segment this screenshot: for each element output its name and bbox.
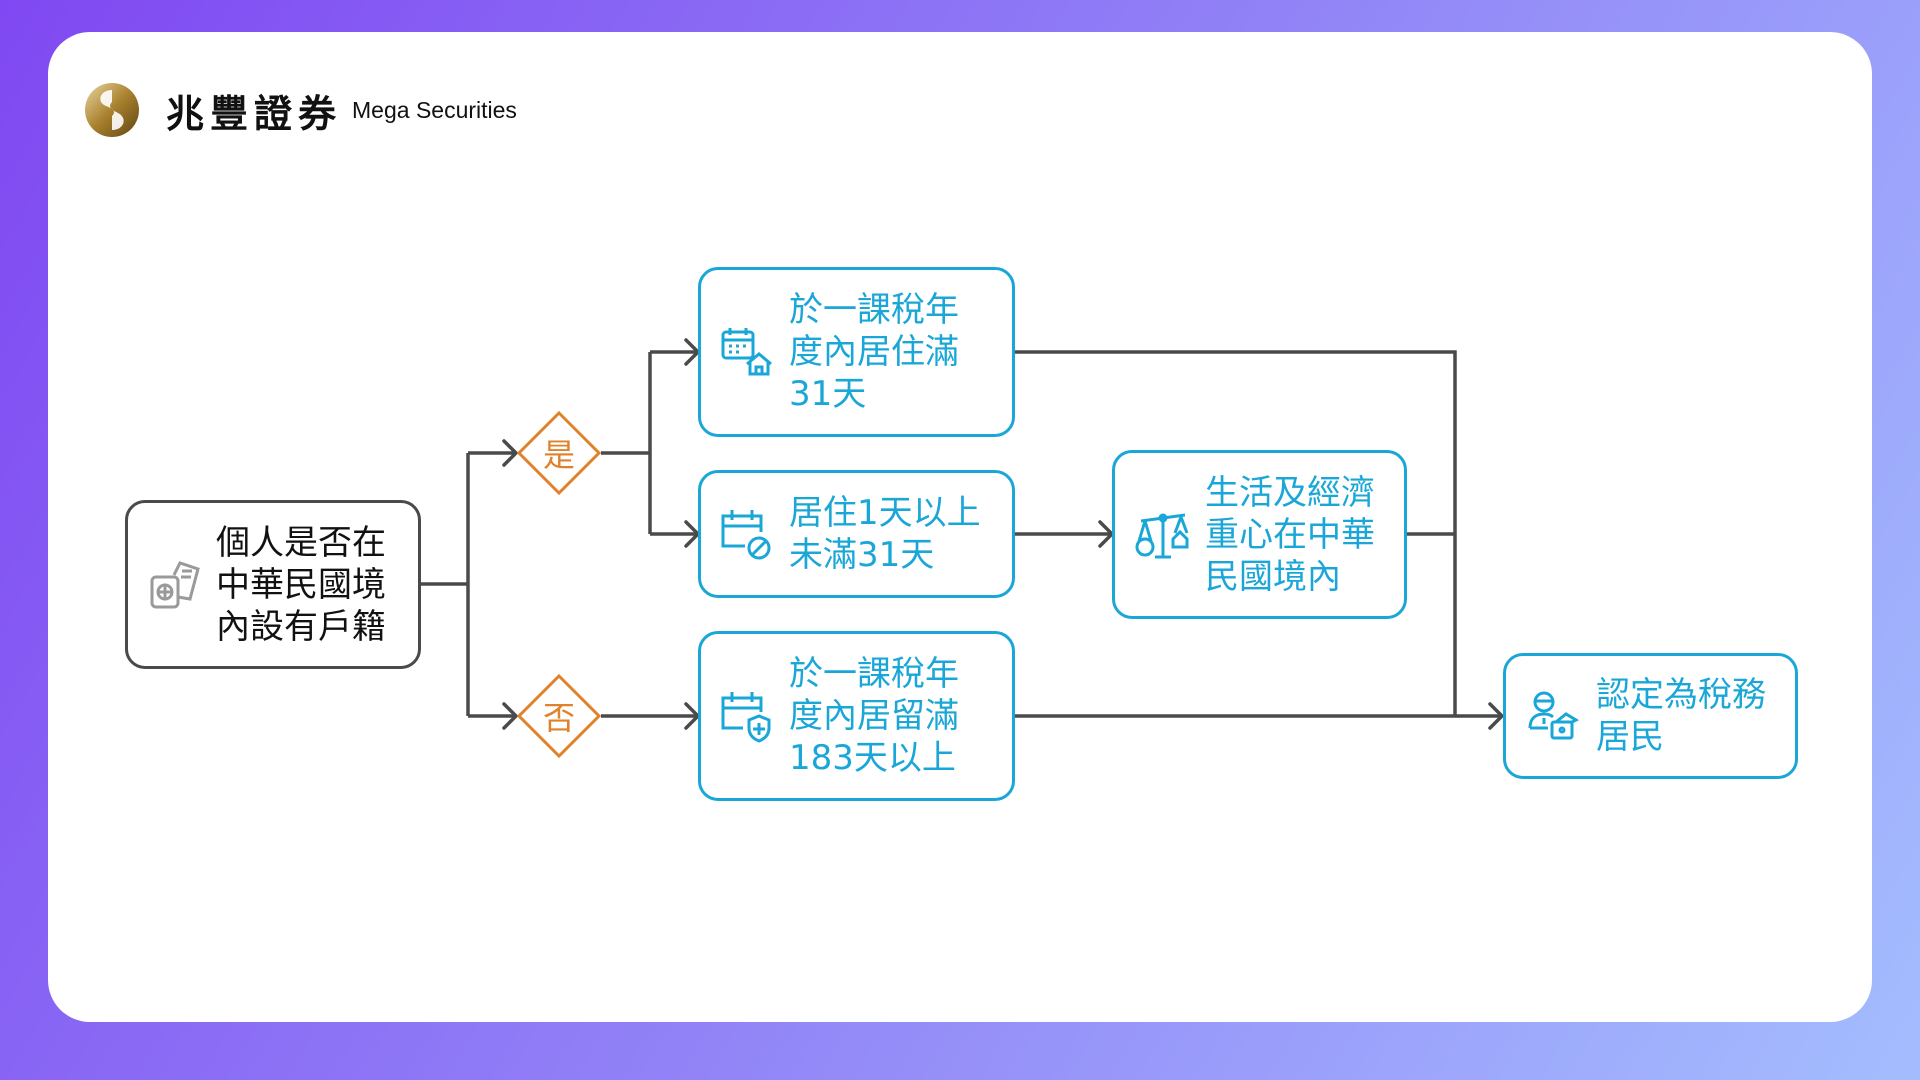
stay-1-to-31-days-node: 居住1天以上 未滿31天 — [698, 470, 1015, 598]
decision-yes: 是 — [516, 410, 602, 496]
scale-money-house-icon — [1135, 513, 1189, 558]
connector-stay31-out — [1014, 350, 1457, 716]
passport-icon — [150, 560, 200, 608]
stay-31-days-node: 於一課稅年 度內居住滿 31天 — [698, 267, 1015, 437]
start-node-text: 個人是否在 中華民國境 內設有戶籍 — [216, 522, 386, 647]
decision-no-label: 否 — [542, 699, 575, 737]
start-node: 個人是否在 中華民國境 內設有戶籍 — [125, 500, 421, 669]
calendar-shield-icon — [721, 692, 771, 743]
person-wallet-icon — [1528, 691, 1580, 740]
tax-resident-result-text: 認定為稅務 居民 — [1596, 675, 1766, 757]
stay-183-days-text: 於一課稅年 度內居留滿 183天以上 — [789, 654, 959, 778]
brand-logo: 兆豐證券 Mega Securities — [84, 82, 517, 138]
center-of-life-text: 生活及經濟 重心在中華 民國境內 — [1205, 472, 1375, 597]
arrowhead-result — [1488, 702, 1504, 730]
tax-resident-result-node: 認定為稅務 居民 — [1503, 653, 1798, 779]
diamond-shape — [516, 673, 602, 759]
center-of-life-node: 生活及經濟 重心在中華 民國境內 — [1112, 450, 1407, 619]
arrowhead-yes — [502, 439, 518, 467]
brand-name-en: Mega Securities — [352, 96, 517, 123]
calendar-cancel-icon — [721, 510, 771, 560]
diamond-shape — [516, 410, 602, 496]
arrowhead-no — [502, 702, 518, 730]
stay-1-to-31-days-text: 居住1天以上 未滿31天 — [789, 493, 981, 575]
decision-no: 否 — [516, 673, 602, 759]
decision-yes-label: 是 — [542, 436, 575, 474]
mega-logo-icon — [85, 83, 139, 137]
stay-31-days-text: 於一課稅年 度內居住滿 31天 — [789, 290, 959, 414]
calendar-home-icon — [721, 328, 772, 376]
stay-183-days-node: 於一課稅年 度內居留滿 183天以上 — [698, 631, 1015, 801]
brand-name-cn: 兆豐證券 — [166, 91, 343, 136]
